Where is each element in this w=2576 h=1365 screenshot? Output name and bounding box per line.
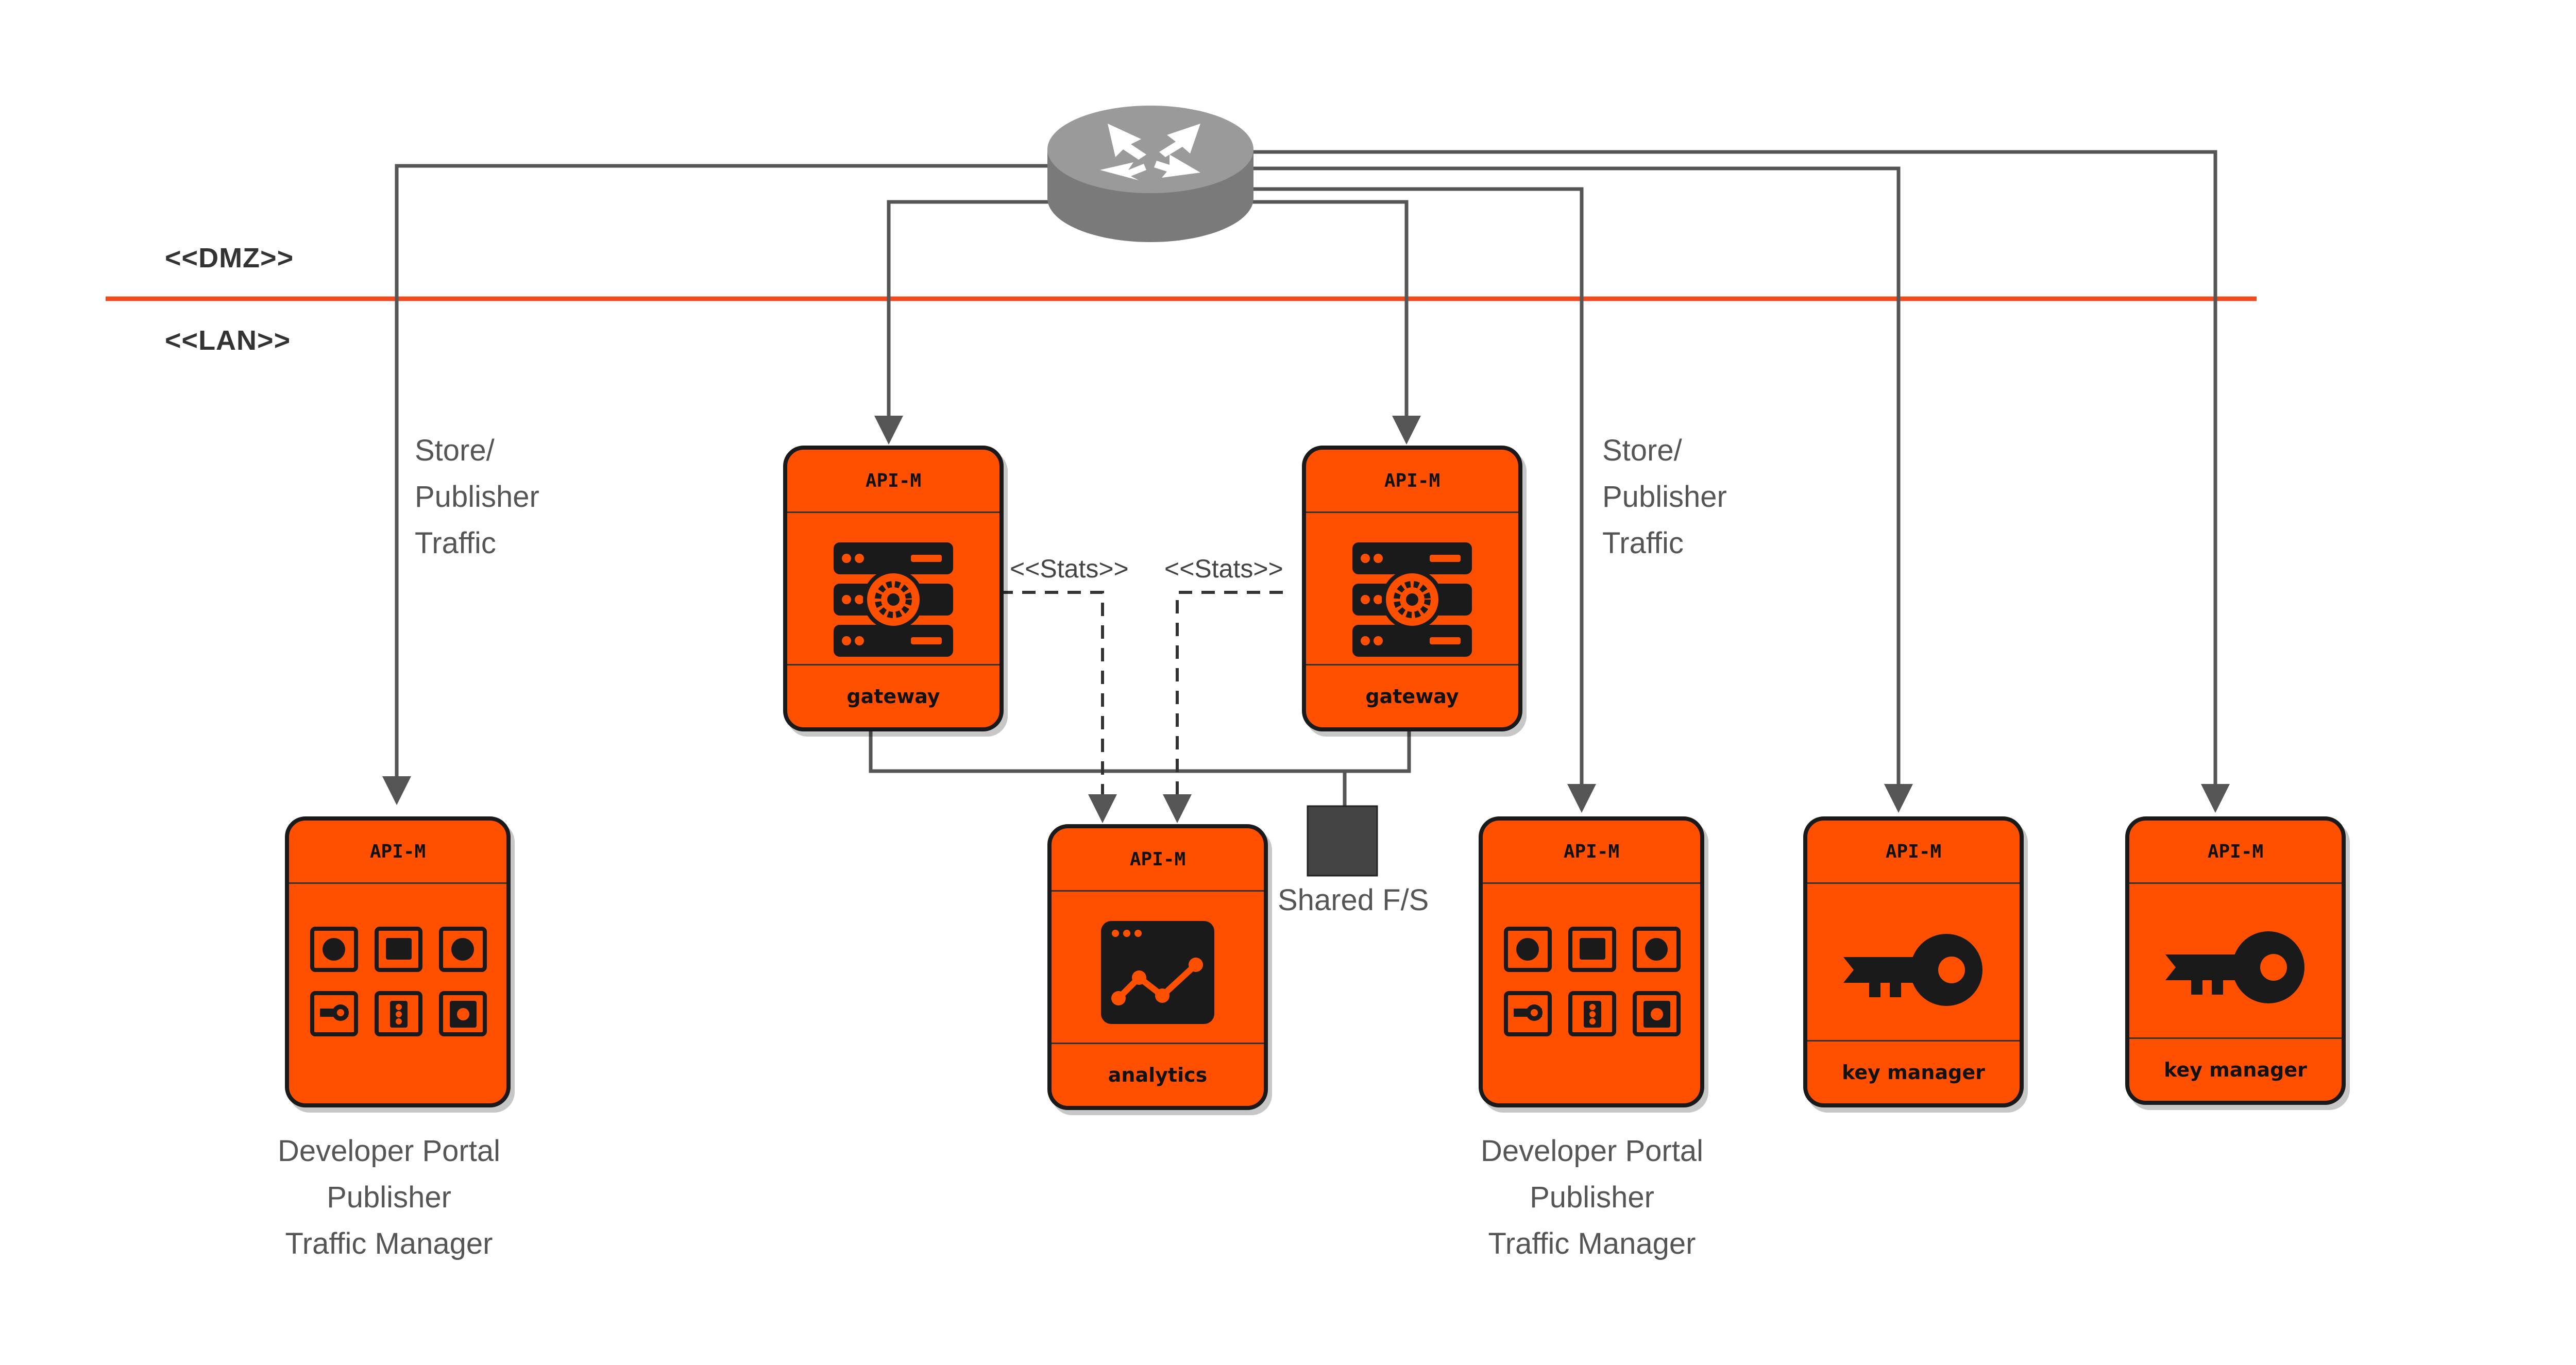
node-header: API-M (1306, 450, 1518, 513)
stats-connector-1 (999, 591, 1117, 823)
server-gear-icon (1306, 537, 1518, 669)
connector-key-manager-2 (1252, 150, 2230, 813)
portal-icon-grid (289, 924, 506, 1055)
connector-shared-fs-bus (869, 726, 1411, 773)
portal-node-left: API-M (285, 816, 511, 1107)
server-gear-icon (787, 537, 999, 669)
node-footer: key manager (2129, 1037, 2342, 1101)
node-header: API-M (289, 821, 506, 884)
node-header: API-M (1807, 821, 2020, 884)
portal-icon-grid (1483, 924, 1700, 1055)
shared-fs-icon (1307, 805, 1378, 877)
node-footer: gateway (1306, 664, 1518, 727)
stats-label-1: <<Stats>> (1010, 554, 1129, 583)
connector-portal-left (382, 164, 1051, 805)
analytics-node: API-M analytics (1047, 824, 1268, 1110)
key-manager-node-1: API-M key manager (1803, 816, 2024, 1107)
node-footer: gateway (787, 664, 999, 727)
node-header: API-M (1052, 828, 1264, 892)
key-icon (2129, 903, 2342, 1034)
portal-node-right: API-M (1479, 816, 1704, 1107)
stats-connectors (999, 591, 1283, 823)
gateway-node-1: API-M gateway (783, 446, 1004, 731)
node-header: API-M (2129, 821, 2342, 884)
stats-connector-2 (1163, 591, 1283, 823)
connectors (382, 150, 2230, 813)
zone-label-lan: <<LAN>> (165, 325, 291, 356)
analytics-window-icon (1052, 911, 1264, 1042)
zone-label-dmz: <<DMZ>> (165, 243, 294, 274)
router-icon (1047, 106, 1253, 242)
node-header: API-M (1483, 821, 1700, 884)
gateway-node-2: API-M gateway (1302, 446, 1522, 731)
node-footer: key manager (1807, 1040, 2020, 1103)
key-manager-node-2: API-M key manager (2125, 816, 2346, 1105)
stats-label-2: <<Stats>> (1164, 554, 1283, 583)
key-icon (1807, 906, 2020, 1037)
shared-fs-label: Shared F/S (1278, 883, 1429, 917)
node-footer: analytics (1052, 1043, 1264, 1106)
connector-portal-right (1252, 187, 1596, 813)
connector-key-manager-1 (1252, 166, 1913, 813)
connector-gateway-1 (874, 200, 1061, 445)
connector-gateway-2 (1252, 200, 1421, 445)
node-header: API-M (787, 450, 999, 513)
